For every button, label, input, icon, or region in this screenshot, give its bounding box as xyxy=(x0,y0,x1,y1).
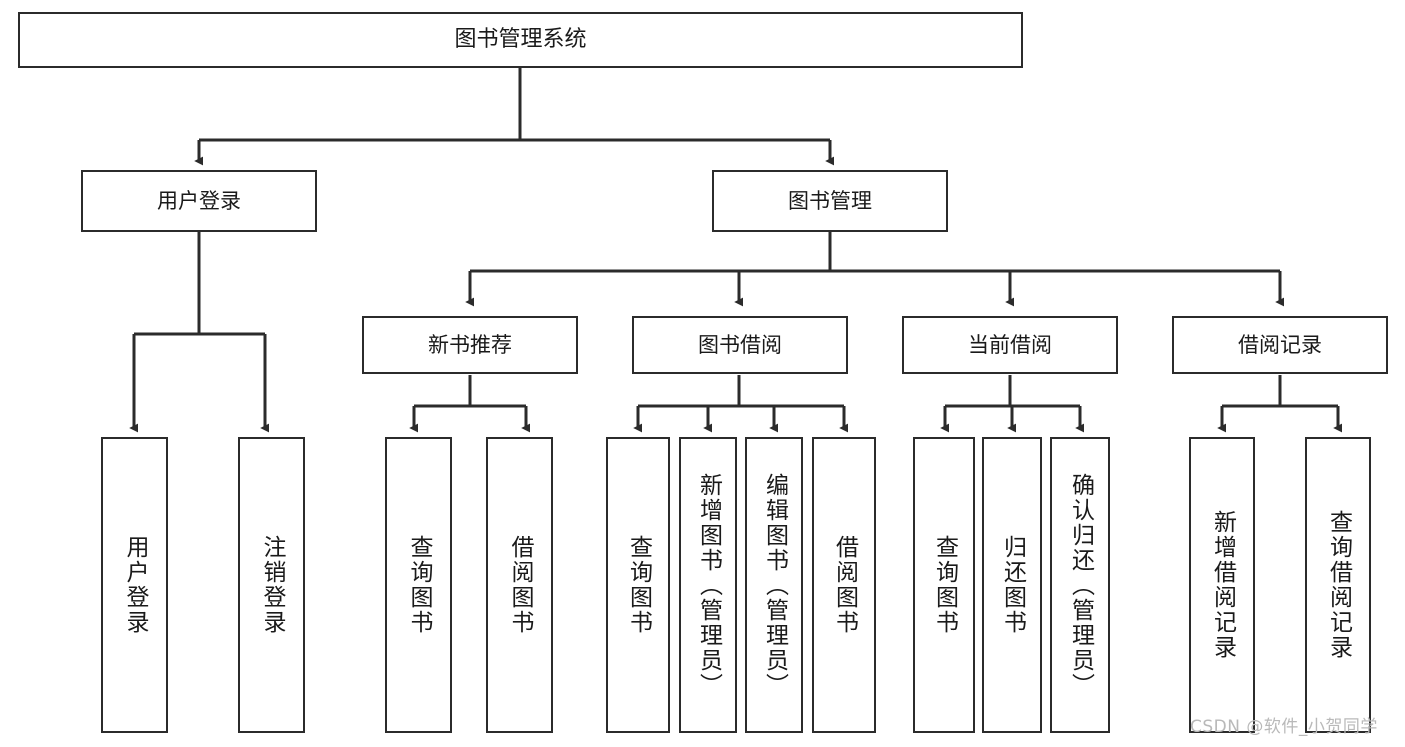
node-label: 新书推荐 xyxy=(428,332,512,357)
node-label: 查询图书 xyxy=(406,535,432,635)
watermark-text: CSDN @软件_小贺同学 xyxy=(1190,717,1378,737)
node-root-book-management-system[interactable]: 图书管理系统 xyxy=(18,12,1023,68)
node-leaf-confirm-return-admin[interactable]: 确认归还（管理员） xyxy=(1050,437,1110,733)
node-book-borrow[interactable]: 图书借阅 xyxy=(632,316,848,374)
node-label: 借阅图书 xyxy=(507,535,533,635)
node-label: 用户登录 xyxy=(157,188,241,213)
node-current-borrow[interactable]: 当前借阅 xyxy=(902,316,1118,374)
node-label: 注销登录 xyxy=(259,535,285,635)
node-book-management[interactable]: 图书管理 xyxy=(712,170,948,232)
node-user-login[interactable]: 用户登录 xyxy=(81,170,317,232)
node-leaf-add-book-admin[interactable]: 新增图书（管理员） xyxy=(679,437,737,733)
node-label: 当前借阅 xyxy=(968,332,1052,357)
node-label: 编辑图书（管理员） xyxy=(761,472,788,698)
node-label: 查询借阅记录 xyxy=(1325,510,1352,660)
node-leaf-add-borrow-record[interactable]: 新增借阅记录 xyxy=(1189,437,1255,733)
node-new-book-recommend[interactable]: 新书推荐 xyxy=(362,316,578,374)
node-label: 图书管理系统 xyxy=(454,27,587,53)
node-leaf-query-book-borrow[interactable]: 查询图书 xyxy=(606,437,670,733)
node-label: 新增图书（管理员） xyxy=(695,472,722,698)
node-label: 用户登录 xyxy=(122,535,148,635)
node-leaf-query-book-recommend[interactable]: 查询图书 xyxy=(385,437,452,733)
node-label: 确认归还（管理员） xyxy=(1067,472,1094,698)
node-leaf-borrow-book-recommend[interactable]: 借阅图书 xyxy=(486,437,553,733)
node-leaf-borrow-book-borrow[interactable]: 借阅图书 xyxy=(812,437,876,733)
node-label: 借阅图书 xyxy=(831,535,858,635)
node-label: 图书管理 xyxy=(788,188,872,213)
node-leaf-return-book[interactable]: 归还图书 xyxy=(982,437,1042,733)
node-label: 查询图书 xyxy=(625,535,652,635)
node-label: 新增借阅记录 xyxy=(1209,510,1236,660)
node-label: 图书借阅 xyxy=(698,332,782,357)
node-label: 借阅记录 xyxy=(1238,332,1322,357)
node-leaf-user-login[interactable]: 用户登录 xyxy=(101,437,168,733)
node-borrow-record[interactable]: 借阅记录 xyxy=(1172,316,1388,374)
node-label: 查询图书 xyxy=(931,535,958,635)
node-label: 归还图书 xyxy=(999,535,1026,635)
node-leaf-query-book-current[interactable]: 查询图书 xyxy=(913,437,975,733)
node-leaf-edit-book-admin[interactable]: 编辑图书（管理员） xyxy=(745,437,803,733)
node-leaf-query-borrow-record[interactable]: 查询借阅记录 xyxy=(1305,437,1371,733)
node-leaf-logout-login[interactable]: 注销登录 xyxy=(238,437,305,733)
